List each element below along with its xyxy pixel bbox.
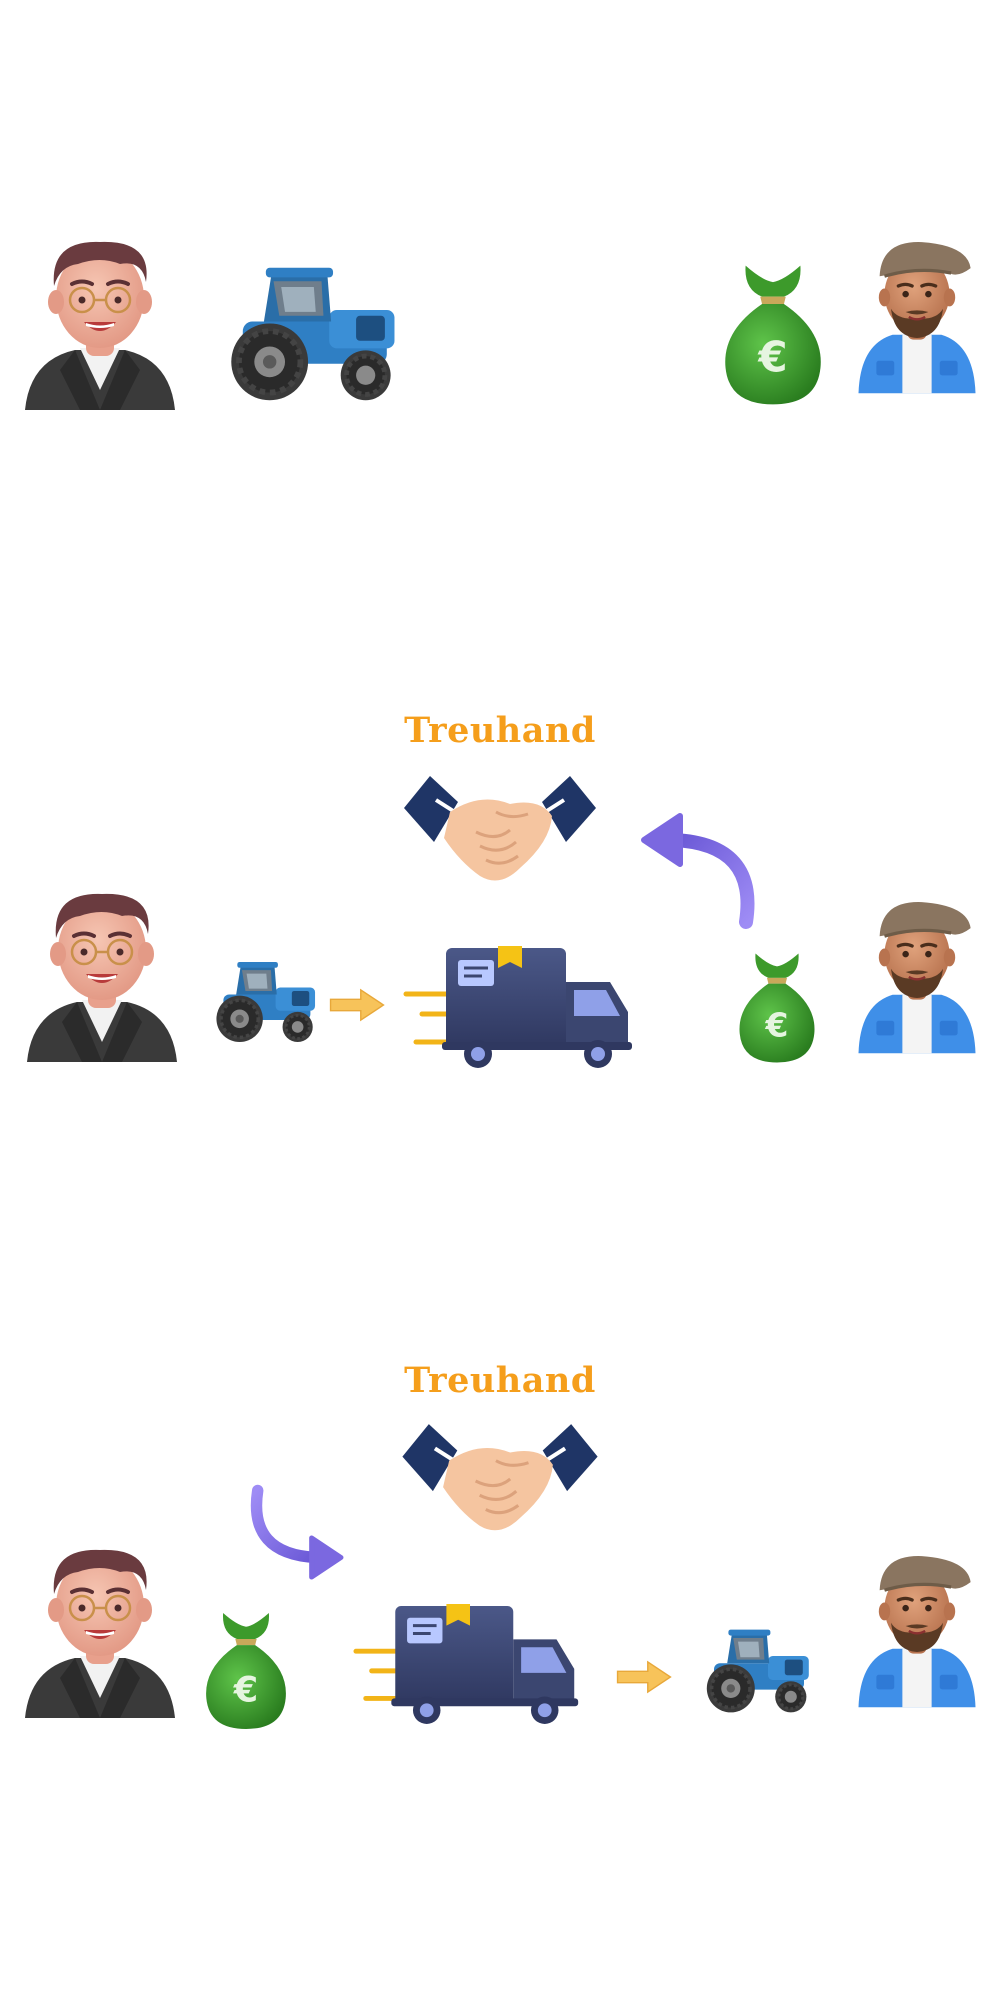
tractor-icon [696, 1626, 816, 1716]
tractor-icon [206, 958, 322, 1046]
seller-avatar [852, 222, 982, 402]
delivery-truck-icon [352, 1600, 588, 1728]
curved-arrow-icon [226, 1484, 376, 1582]
seller-avatar [852, 1536, 982, 1716]
panel-escrow-release: Treuhand [0, 1310, 1000, 2000]
panel-escrow-deposit: Treuhand [0, 660, 1000, 1310]
tractor-icon [212, 262, 408, 406]
buyer-avatar [20, 230, 180, 410]
handshake-icon [400, 772, 600, 892]
arrow-right-icon [614, 1660, 674, 1694]
buyer-avatar [22, 882, 182, 1062]
escrow-label: Treuhand [404, 710, 596, 751]
curved-arrow-icon [628, 810, 758, 930]
money-bag-icon [718, 262, 828, 408]
buyer-avatar [20, 1538, 180, 1718]
escrow-label: Treuhand [404, 1360, 596, 1401]
arrow-right-icon [328, 988, 386, 1022]
seller-avatar [852, 882, 982, 1062]
handshake-icon [398, 1420, 602, 1542]
delivery-truck-icon [402, 942, 642, 1072]
money-bag-icon [200, 1610, 292, 1732]
panel-initial [0, 0, 1000, 660]
money-bag-icon [734, 950, 820, 1066]
